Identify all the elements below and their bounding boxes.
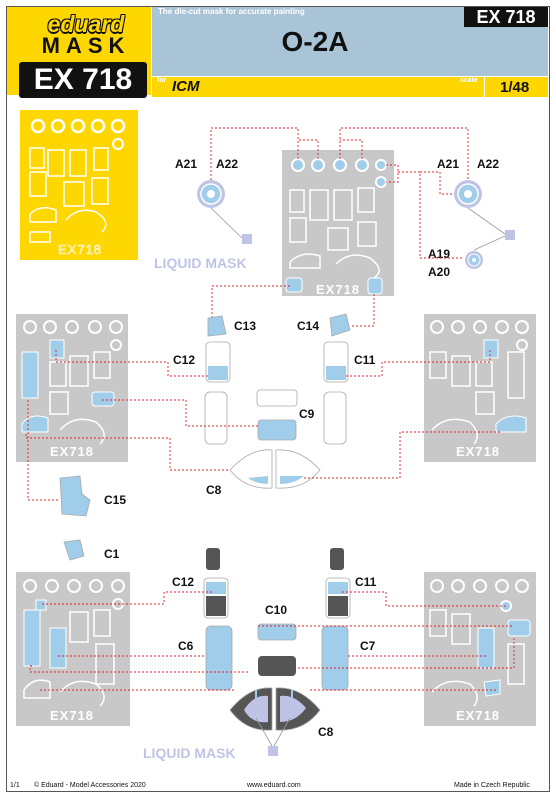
label-c8-top: C8 [206,483,222,497]
label-a21-right: A21 [437,157,459,171]
page-title: O-2A [281,26,349,57]
liquid-mask-swatch-top-left [242,234,252,244]
label-a19: A19 [428,247,450,261]
label-c10: C10 [265,603,287,617]
part-c15-shape [59,475,91,517]
tagline: The die-cut mask for accurate painting [158,7,305,16]
bottom-left-sheet-marking: EX718 [50,708,94,723]
label-c11-top: C11 [354,353,376,367]
bottom-center-parts [203,548,351,756]
footer-url: www.eduard.com [247,782,301,789]
mid-right-sheet-marking: EX718 [456,444,500,459]
scale-value: 1/48 [500,79,530,96]
mid-left-gray-sheet: EX718 [16,314,128,462]
label-c7: C7 [360,639,376,653]
bottom-right-sheet-marking: EX718 [456,708,500,723]
label-c12-top: C12 [173,353,195,367]
logo-block: eduard MASK EX 718 [7,7,151,98]
top-gray-sheet: EX718 [282,150,394,297]
label-c6: C6 [178,639,194,653]
label-c14: C14 [297,319,319,333]
label-c12-bottom: C12 [172,575,194,589]
kit-maker: ICM [172,78,200,95]
center-mid-parts [204,313,351,489]
label-a22-right: A22 [477,157,499,171]
footer-origin: Made in Czech Republic [454,782,530,789]
wheel-hub-a21-left [197,180,225,208]
mid-right-gray-sheet: EX718 [424,314,536,462]
leader-lines-mid [25,350,500,501]
leader-lines-top [210,127,469,327]
wheel-hub-a21-right [454,180,482,208]
footer-page: 1/1 [10,782,20,789]
footer-copyright: © Eduard - Model Accessories 2020 [34,782,146,789]
label-c9: C9 [299,407,315,421]
scale-label: scale [460,77,478,84]
yellow-mask-sheet: EX718 [20,110,138,260]
top-sheet-marking: EX718 [316,282,360,297]
sheet-frame [6,6,550,792]
liquid-mask-label-bottom: LIQUID MASK [143,745,236,761]
part-c1-shape [63,539,85,561]
wheel-hub-a19 [465,251,483,269]
leader-lines-bottom [29,591,515,691]
product-code-right: EX 718 [464,7,548,27]
for-label: for [157,77,167,84]
product-line: MASK [41,33,131,58]
label-a20: A20 [428,265,450,279]
kit-bar [152,77,548,97]
label-c8-bottom: C8 [318,725,334,739]
label-a22-left: A22 [216,157,238,171]
label-c13: C13 [234,319,256,333]
bottom-left-gray-sheet: EX718 [16,572,130,726]
bar-divider [484,77,485,97]
mid-left-sheet-marking: EX718 [50,444,94,459]
yellow-sheet-marking: EX718 [58,242,102,257]
product-code: EX 718 [19,62,147,98]
bottom-right-gray-sheet: EX718 [424,572,536,726]
label-c1: C1 [104,547,120,561]
liquid-mask-swatch-top-right [505,230,515,240]
liquid-mask-label-top: LIQUID MASK [154,255,247,271]
label-c11-bottom: C11 [355,575,377,589]
label-c15: C15 [104,493,126,507]
brand-logo: eduard [47,11,125,37]
label-a21-left: A21 [175,157,197,171]
